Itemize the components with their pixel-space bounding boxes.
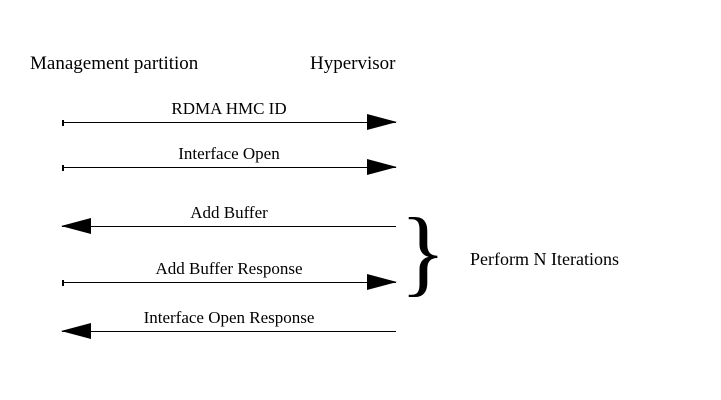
message-line (62, 226, 396, 227)
iteration-annotation-label: Perform N Iterations (470, 249, 619, 269)
message-label: Add Buffer Response (155, 259, 303, 279)
message-label: Interface Open (178, 144, 280, 164)
message-line (62, 165, 396, 171)
curly-brace-icon: } (400, 198, 447, 305)
message-label: RDMA HMC ID (171, 99, 287, 119)
message-label: Interface Open Response (143, 308, 315, 328)
message-label: Add Buffer (190, 203, 268, 223)
participant-hypervisor: Hypervisor (310, 53, 396, 74)
message-line (62, 280, 396, 286)
arrow-right-icon (367, 113, 397, 130)
arrow-right-icon (367, 273, 397, 290)
arrow-right-icon (367, 158, 397, 175)
arrow-left-icon (61, 322, 91, 339)
arrow-left-icon (61, 217, 91, 234)
message-line (62, 120, 396, 126)
participant-management-partition: Management partition (30, 53, 199, 74)
message-line (62, 331, 396, 332)
